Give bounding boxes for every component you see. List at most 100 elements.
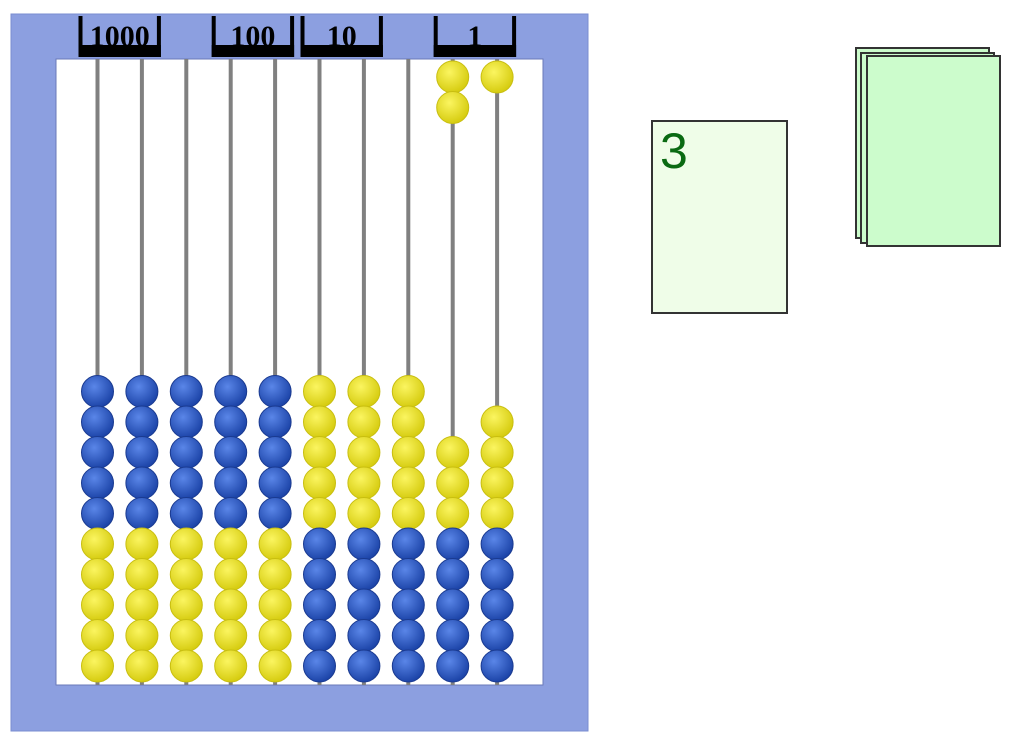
bead-yellow[interactable] — [81, 558, 114, 591]
bead-blue[interactable] — [125, 466, 159, 500]
bead-yellow[interactable] — [480, 497, 514, 530]
bead-yellow[interactable] — [81, 588, 114, 622]
bead-blue[interactable] — [81, 497, 114, 530]
bead-yellow[interactable] — [391, 405, 425, 439]
bead-blue[interactable] — [214, 375, 248, 408]
bead-yellow[interactable] — [214, 558, 248, 591]
bead-yellow[interactable] — [347, 497, 381, 530]
bead-blue[interactable] — [81, 405, 114, 439]
bead-yellow[interactable] — [169, 527, 203, 561]
bead-blue[interactable] — [125, 436, 159, 469]
bead-blue[interactable] — [258, 375, 292, 408]
bead-yellow[interactable] — [258, 619, 292, 652]
bead-blue[interactable] — [81, 436, 114, 469]
bead-blue[interactable] — [214, 405, 248, 439]
bead-yellow[interactable] — [391, 375, 425, 408]
bead-yellow[interactable] — [347, 466, 381, 500]
bead-blue[interactable] — [391, 649, 425, 683]
bead-blue[interactable] — [436, 619, 470, 652]
bead-blue[interactable] — [436, 527, 470, 561]
bead-yellow[interactable] — [436, 91, 470, 124]
bead-blue[interactable] — [125, 405, 159, 439]
bead-blue[interactable] — [258, 405, 292, 439]
bead-yellow[interactable] — [258, 527, 292, 561]
bead-yellow[interactable] — [391, 436, 425, 469]
bead-blue[interactable] — [169, 375, 203, 408]
bead-blue[interactable] — [81, 375, 114, 408]
bead-yellow[interactable] — [169, 558, 203, 591]
bead-blue[interactable] — [436, 649, 470, 683]
bead-blue[interactable] — [303, 527, 336, 561]
bead-yellow[interactable] — [303, 436, 336, 469]
bead-blue[interactable] — [169, 466, 203, 500]
bead-yellow[interactable] — [480, 436, 514, 469]
bead-blue[interactable] — [436, 588, 470, 622]
bead-yellow[interactable] — [169, 588, 203, 622]
bead-blue[interactable] — [214, 497, 248, 530]
bead-blue[interactable] — [169, 405, 203, 439]
bead-blue[interactable] — [391, 588, 425, 622]
bead-yellow[interactable] — [125, 527, 159, 561]
bead-yellow[interactable] — [169, 619, 203, 652]
bead-blue[interactable] — [391, 527, 425, 561]
bead-blue[interactable] — [169, 497, 203, 530]
bead-blue[interactable] — [258, 466, 292, 500]
bead-yellow[interactable] — [125, 649, 159, 683]
bead-yellow[interactable] — [436, 497, 470, 530]
bead-blue[interactable] — [125, 375, 159, 408]
bead-yellow[interactable] — [303, 497, 336, 530]
bead-blue[interactable] — [347, 649, 381, 683]
bead-blue[interactable] — [347, 527, 381, 561]
bead-blue[interactable] — [303, 558, 336, 591]
bead-yellow[interactable] — [303, 405, 336, 439]
bead-blue[interactable] — [480, 649, 514, 683]
bead-yellow[interactable] — [81, 619, 114, 652]
bead-yellow[interactable] — [480, 60, 514, 94]
bead-blue[interactable] — [436, 558, 470, 591]
bead-yellow[interactable] — [125, 619, 159, 652]
bead-yellow[interactable] — [347, 436, 381, 469]
bead-blue[interactable] — [303, 649, 336, 683]
bead-blue[interactable] — [169, 436, 203, 469]
bead-blue[interactable] — [347, 619, 381, 652]
bead-yellow[interactable] — [214, 588, 248, 622]
deck-card[interactable] — [866, 55, 1001, 247]
bead-yellow[interactable] — [81, 527, 114, 561]
bead-blue[interactable] — [81, 466, 114, 500]
bead-blue[interactable] — [480, 619, 514, 652]
bead-blue[interactable] — [125, 497, 159, 530]
bead-yellow[interactable] — [258, 558, 292, 591]
bead-yellow[interactable] — [347, 375, 381, 408]
bead-yellow[interactable] — [169, 649, 203, 683]
bead-blue[interactable] — [391, 558, 425, 591]
bead-yellow[interactable] — [258, 588, 292, 622]
bead-yellow[interactable] — [81, 649, 114, 683]
bead-blue[interactable] — [347, 588, 381, 622]
bead-blue[interactable] — [258, 436, 292, 469]
bead-yellow[interactable] — [214, 649, 248, 683]
bead-blue[interactable] — [303, 588, 336, 622]
bead-blue[interactable] — [480, 558, 514, 591]
bead-blue[interactable] — [391, 619, 425, 652]
bead-blue[interactable] — [347, 558, 381, 591]
bead-yellow[interactable] — [391, 497, 425, 530]
bead-yellow[interactable] — [303, 375, 336, 408]
bead-yellow[interactable] — [214, 619, 248, 652]
bead-yellow[interactable] — [258, 649, 292, 683]
bead-yellow[interactable] — [125, 558, 159, 591]
bead-blue[interactable] — [214, 466, 248, 500]
bead-yellow[interactable] — [303, 466, 336, 500]
bead-blue[interactable] — [480, 527, 514, 561]
bead-yellow[interactable] — [125, 588, 159, 622]
bead-blue[interactable] — [303, 619, 336, 652]
bead-yellow[interactable] — [214, 527, 248, 561]
bead-yellow[interactable] — [480, 405, 514, 439]
current-number-card[interactable]: 3 — [651, 120, 788, 314]
bead-yellow[interactable] — [347, 405, 381, 439]
bead-yellow[interactable] — [436, 436, 470, 469]
bead-yellow[interactable] — [436, 60, 470, 94]
bead-yellow[interactable] — [480, 466, 514, 500]
bead-blue[interactable] — [480, 588, 514, 622]
bead-blue[interactable] — [214, 436, 248, 469]
bead-yellow[interactable] — [391, 466, 425, 500]
